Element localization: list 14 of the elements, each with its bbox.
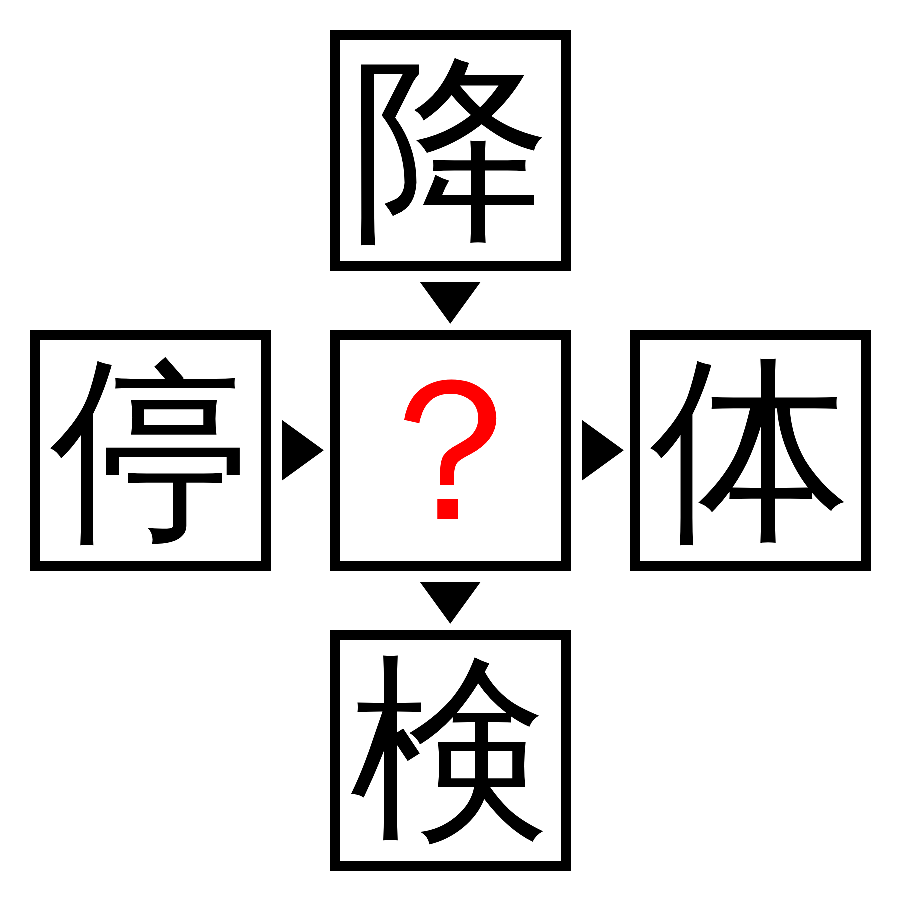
arrow — [420, 582, 481, 624]
arrow — [282, 420, 324, 481]
character: 体 — [650, 350, 850, 550]
character: 降 — [350, 50, 550, 250]
arrow — [420, 282, 481, 324]
character-box — [30, 330, 271, 571]
character-box — [630, 330, 871, 571]
arrow — [582, 420, 624, 481]
character: 検 — [350, 650, 550, 850]
character: 停 — [50, 350, 250, 550]
question-mark: ？ — [350, 350, 550, 550]
character-box — [330, 330, 571, 571]
character-box — [330, 630, 571, 871]
character-box — [330, 30, 571, 271]
